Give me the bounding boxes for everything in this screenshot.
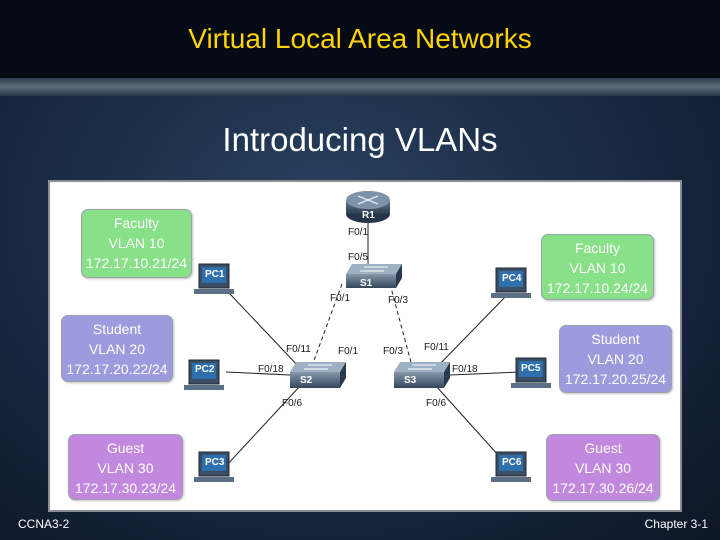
pc3-icon[interactable] [194, 451, 234, 482]
pc6-icon[interactable] [491, 451, 531, 482]
port-s3-f0-11: F0/11 [424, 342, 449, 353]
vlan-box-guest-right: Guest VLAN 30 172.17.30.26/24 [546, 434, 660, 501]
vlan-id: VLAN 10 [108, 235, 165, 251]
slide-subtitle: Introducing VLANs [222, 121, 498, 158]
title-divider [0, 78, 720, 96]
vlan-box-student-left: Student VLAN 20 172.17.20.22/24 [61, 315, 173, 382]
pc6-label: PC6 [502, 457, 522, 468]
vlan-id: VLAN 30 [574, 460, 632, 476]
router-arrows-icon [357, 195, 379, 205]
port-s1-f0-5: F0/5 [348, 252, 369, 263]
vlan-box-guest-left: Guest VLAN 30 172.17.30.23/24 [68, 434, 183, 500]
port-s2-f0-1: F0/1 [338, 346, 359, 357]
switch-s2[interactable] [290, 362, 346, 388]
switch-s2-label: S2 [300, 375, 313, 386]
router-r1[interactable] [346, 191, 390, 223]
switch-s3-label: S3 [404, 375, 417, 386]
pc5-label: PC5 [521, 363, 541, 374]
pc1-s2-link [229, 293, 301, 369]
router-label: R1 [362, 210, 375, 221]
topology-lines [184, 191, 551, 482]
vlan-ip: 172.17.20.25/24 [564, 371, 667, 387]
vlan-id: VLAN 20 [587, 351, 644, 367]
port-s2-f0-11: F0/11 [286, 344, 311, 355]
port-s1-f0-1: F0/1 [330, 293, 351, 304]
pc1-icon[interactable] [194, 263, 234, 294]
port-r1-f0-1: F0/1 [348, 227, 369, 238]
vlan-box-faculty-left: Faculty VLAN 10 172.17.10.21/24 [81, 209, 192, 278]
course-label: CCNA3-2 [18, 517, 70, 531]
pc2-s2-link [225, 371, 291, 376]
vlan-group-name: Student [591, 331, 640, 347]
vlan-group-name: Faculty [113, 215, 160, 231]
pc1-label: PC1 [205, 269, 225, 280]
s1-s3-trunk [389, 283, 413, 367]
vlan-id: VLAN 10 [569, 260, 626, 276]
chapter-label: Chapter 3-1 [644, 517, 708, 531]
vlan-group-name: Guest [106, 440, 145, 456]
network-cables [225, 222, 521, 467]
port-s3-f0-18: F0/18 [452, 364, 478, 375]
pc2-icon[interactable] [184, 359, 224, 390]
port-s3-f0-6: F0/6 [426, 398, 447, 409]
pc4-icon[interactable] [491, 267, 531, 298]
vlan-ip: 172.17.30.23/24 [74, 480, 177, 496]
vlan-ip: 172.17.20.22/24 [66, 361, 168, 377]
pc3-label: PC3 [205, 457, 225, 468]
vlan-ip: 172.17.30.26/24 [552, 480, 654, 496]
title-bar: Virtual Local Area Networks [0, 0, 720, 78]
vlan-group-name: Guest [584, 440, 622, 456]
pc4-label: PC4 [502, 273, 522, 284]
vlan-id: VLAN 30 [97, 460, 154, 476]
pc2-label: PC2 [195, 364, 215, 375]
pc5-icon[interactable] [511, 357, 551, 388]
port-s1-f0-3: F0/3 [388, 295, 409, 306]
vlan-group-name: Student [92, 321, 142, 337]
slide-title: Virtual Local Area Networks [188, 23, 532, 54]
vlan-box-faculty-right: Faculty VLAN 10 172.17.10.24/24 [541, 234, 654, 300]
switch-s1[interactable] [346, 264, 402, 288]
vlan-group-name: Faculty [574, 240, 621, 256]
switch-s3[interactable] [394, 362, 450, 388]
port-s2-f0-18: F0/18 [258, 364, 284, 375]
s1-s2-trunk [311, 283, 343, 367]
port-s2-f0-6: F0/6 [282, 398, 303, 409]
port-s3-f0-3: F0/3 [383, 346, 404, 357]
vlan-ip: 172.17.10.24/24 [546, 280, 649, 296]
pc5-s3-link [449, 371, 521, 376]
vlan-id: VLAN 20 [88, 341, 146, 357]
pc3-s2-link [225, 385, 301, 467]
switch-s1-label: S1 [360, 278, 373, 289]
pc4-s3-link [435, 293, 509, 369]
vlan-ip: 172.17.10.21/24 [85, 255, 188, 271]
vlan-box-student-right: Student VLAN 20 172.17.20.25/24 [559, 325, 672, 393]
